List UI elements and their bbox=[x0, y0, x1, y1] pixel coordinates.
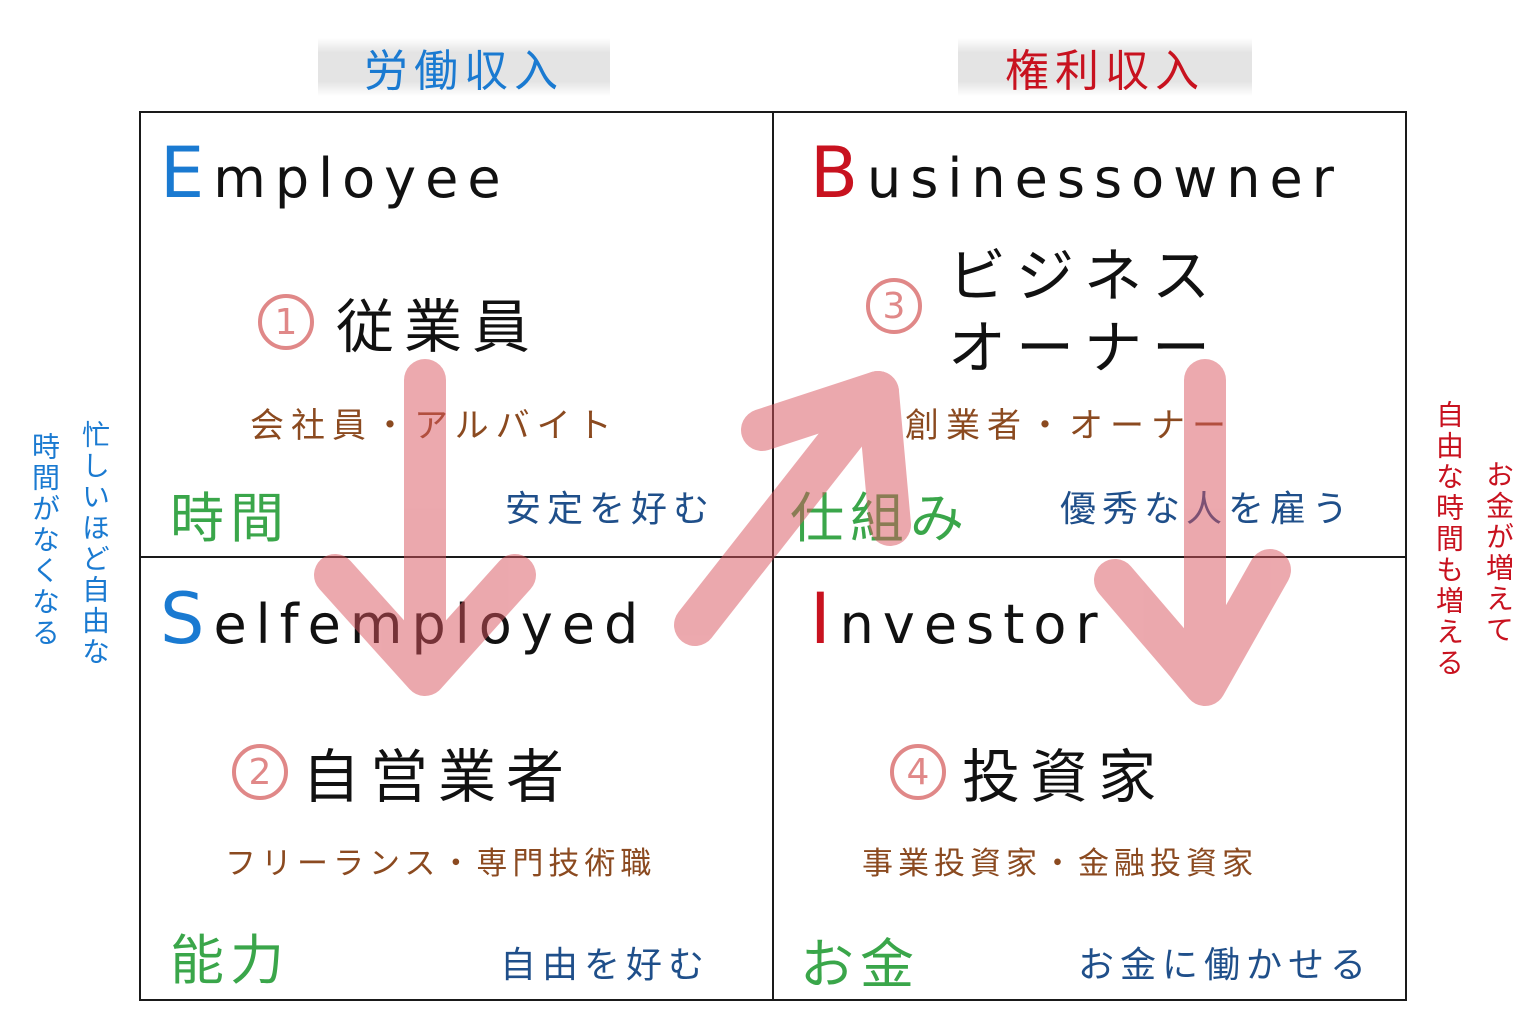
self-employed-title-group: 2 自営業者 bbox=[232, 730, 574, 814]
self-employed-examples: フリーランス・専門技術職 bbox=[225, 846, 657, 882]
business-owner-number-wrap: 3 bbox=[866, 278, 922, 334]
employee-number-circle: 1 bbox=[258, 294, 314, 350]
right-note-col1: 自由な時間も増える bbox=[1432, 400, 1465, 679]
employee-title-group: 1 従業員 bbox=[258, 280, 540, 364]
self-employed-rest: elfemployed bbox=[213, 593, 648, 656]
labor-income-header: 労働収入 bbox=[318, 38, 610, 97]
rights-income-header: 権利収入 bbox=[958, 38, 1252, 97]
investor-preference: お金に働かせる bbox=[1078, 945, 1373, 986]
self-employed-initial: S bbox=[160, 578, 214, 660]
employee-rest: mployee bbox=[213, 147, 510, 210]
business-owner-english-label: Businessowner bbox=[810, 132, 1343, 214]
investor-initial: I bbox=[810, 578, 840, 660]
business-owner-initial: B bbox=[810, 132, 868, 214]
self-employed-title: 自営業者 bbox=[302, 743, 575, 811]
employee-initial: E bbox=[160, 132, 214, 214]
investor-title-group: 4 投資家 bbox=[890, 730, 1166, 814]
employee-english-label: Employee bbox=[160, 132, 510, 214]
right-note-col2: お金が増えて bbox=[1482, 460, 1515, 646]
business-owner-keyword: 仕組み bbox=[790, 487, 970, 550]
business-owner-title-line1: ビジネス bbox=[948, 242, 1221, 310]
investor-rest: nvestor bbox=[839, 593, 1107, 656]
grid-horizontal-divider bbox=[139, 556, 1407, 558]
left-note-col2: 時間がなくなる bbox=[28, 432, 61, 649]
business-owner-title: ビジネス オーナー bbox=[948, 240, 1220, 384]
investor-english-label: Investor bbox=[810, 578, 1107, 660]
investor-title: 投資家 bbox=[962, 743, 1167, 811]
left-note-col1: 忙しいほど自由な bbox=[78, 420, 111, 668]
self-employed-english-label: Selfemployed bbox=[160, 578, 647, 660]
employee-preference: 安定を好む bbox=[505, 489, 716, 530]
employee-examples: 会社員・アルバイト bbox=[250, 406, 619, 446]
investor-number-circle: 4 bbox=[890, 744, 946, 800]
business-owner-rest: usinessowner bbox=[867, 147, 1343, 210]
investor-keyword: お金 bbox=[800, 933, 920, 996]
investor-examples: 事業投資家・金融投資家 bbox=[862, 846, 1258, 882]
employee-keyword: 時間 bbox=[170, 487, 290, 550]
self-employed-preference: 自由を好む bbox=[500, 945, 711, 986]
business-owner-title-line2: オーナー bbox=[948, 314, 1221, 382]
employee-title: 従業員 bbox=[336, 293, 541, 361]
business-owner-preference: 優秀な人を雇う bbox=[1060, 489, 1355, 530]
business-owner-number-circle: 3 bbox=[866, 278, 922, 334]
business-owner-examples: 創業者・オーナー bbox=[905, 406, 1233, 446]
self-employed-keyword: 能力 bbox=[170, 929, 290, 992]
self-employed-number-circle: 2 bbox=[232, 744, 288, 800]
